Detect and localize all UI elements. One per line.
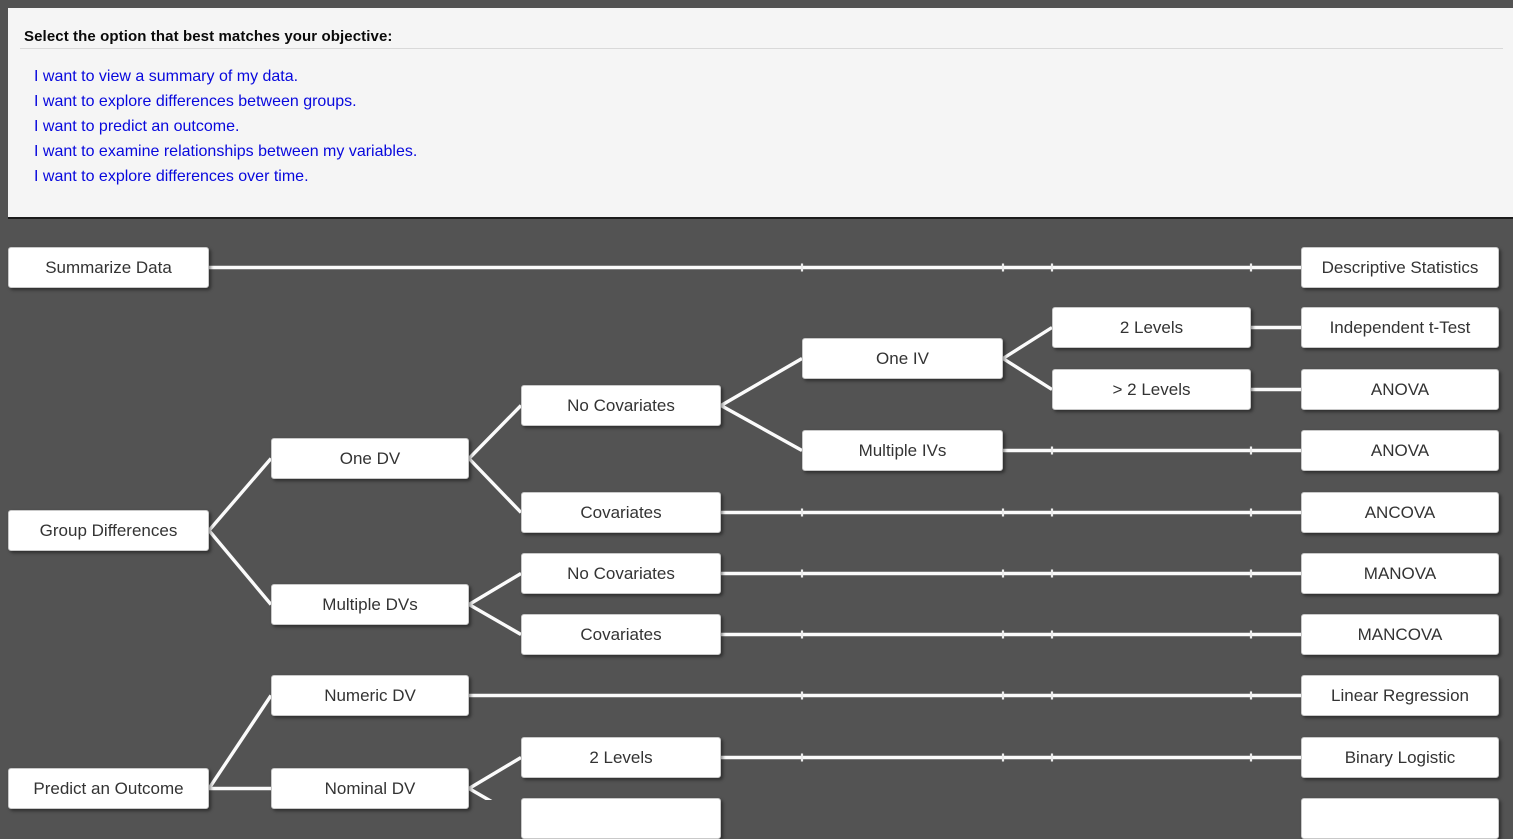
flowchart-node-ancova: ANCOVA [1301,492,1499,533]
flowchart-node-no-covariates-1: No Covariates [521,385,721,426]
connector-multiple-dvs-to-covariates-2 [468,603,522,636]
objective-link-2[interactable]: I want to explore differences between gr… [34,93,357,110]
flowchart-node-two-levels-2: 2 Levels [521,737,721,778]
objective-link-5[interactable]: I want to explore differences over time. [34,168,309,185]
flowchart-node-anova-1: ANOVA [1301,369,1499,410]
flowchart-node-one-iv: One IV [802,338,1003,379]
objective-link-4[interactable]: I want to examine relationships between … [34,143,418,160]
connector-multiple-dvs-to-no-covariates-2 [468,572,522,606]
flowchart-node-summarize-data: Summarize Data [8,247,209,288]
connector-one-iv-to-gt-two-levels [1002,357,1053,391]
flowchart-node-one-dv: One DV [271,438,469,479]
connector-nominal-dv-to-two-levels-2 [468,756,522,790]
objective-link-1[interactable]: I want to view a summary of my data. [34,68,299,85]
connector-no-covariates-1-to-one-iv [720,357,803,407]
flowchart-node-partial-node-bottom-mid [521,798,721,839]
connector-one-iv-to-two-levels-1 [1002,326,1053,360]
flowchart-node-manova: MANOVA [1301,553,1499,594]
panel-heading: Select the option that best matches your… [24,28,393,45]
flowchart-node-gt-two-levels: > 2 Levels [1052,369,1251,410]
connector-one-dv-to-covariates-1 [467,457,523,514]
connector-predict-an-outcome-to-numeric-dv [207,694,273,790]
objective-panel: Select the option that best matches your… [8,8,1513,219]
flowchart-node-covariates-2: Covariates [521,614,721,655]
connector-group-differences-to-multiple-dvs [207,529,273,606]
flowchart-node-nominal-dv: Nominal DV [271,768,469,809]
flowchart-node-covariates-1: Covariates [521,492,721,533]
objective-link-3[interactable]: I want to predict an outcome. [34,118,240,135]
flowchart-node-group-differences: Group Differences [8,510,209,551]
flowchart-node-no-covariates-2: No Covariates [521,553,721,594]
connector-group-differences-to-one-dv [207,457,273,532]
flowchart-node-multiple-ivs: Multiple IVs [802,430,1003,471]
objective-links: I want to view a summary of my data. I wa… [34,64,417,189]
flowchart-node-descriptive-statistics: Descriptive Statistics [1301,247,1499,288]
flowchart-node-anova-2: ANOVA [1301,430,1499,471]
flowchart-node-linear-regression: Linear Regression [1301,675,1499,716]
flowchart-node-two-levels-1: 2 Levels [1052,307,1251,348]
flowchart-node-binary-logistic: Binary Logistic [1301,737,1499,778]
connector-nominal-dv-to-partial-node-bottom-mid [468,787,493,800]
flowchart-node-predict-an-outcome: Predict an Outcome [8,768,209,809]
connector-one-dv-to-no-covariates-1 [467,404,523,460]
connector-lines [207,263,1301,800]
flowchart-node-numeric-dv: Numeric DV [271,675,469,716]
connector-no-covariates-1-to-multiple-ivs [720,404,803,452]
flowchart-node-mancova: MANCOVA [1301,614,1499,655]
flowchart-node-partial-node-bottom-right [1301,798,1499,839]
panel-divider [20,48,1503,49]
flowchart-node-multiple-dvs: Multiple DVs [271,584,469,625]
flowchart-node-independent-t-test: Independent t-Test [1301,307,1499,348]
flowchart: Summarize Data Descriptive Statistics 2 Le… [8,247,1499,839]
